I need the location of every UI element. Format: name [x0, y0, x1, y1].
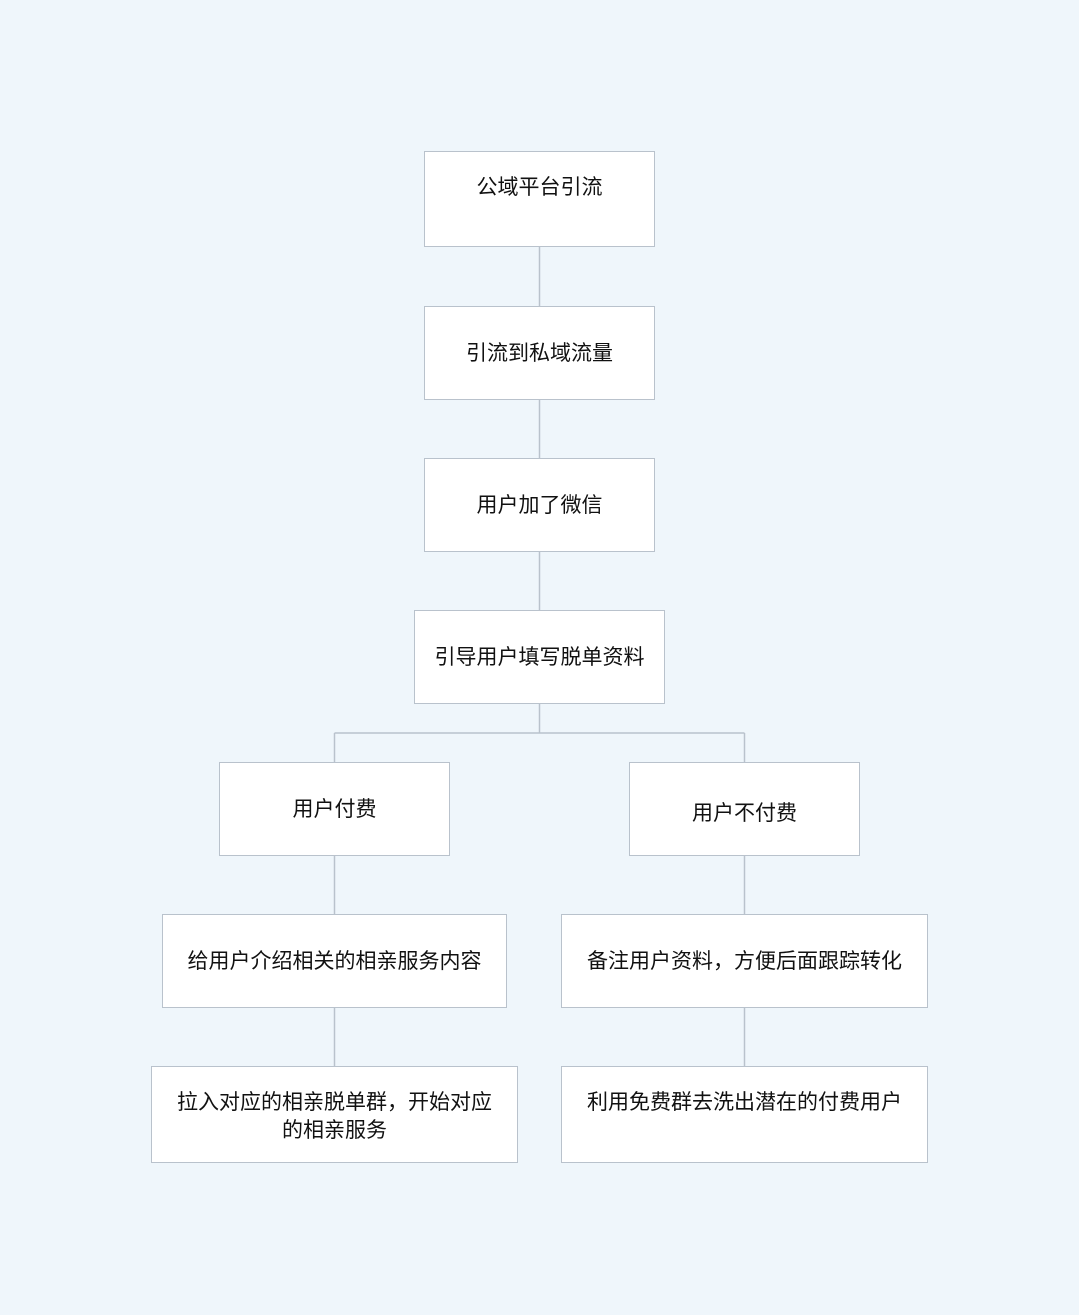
node-label: 引流到私域流量 — [466, 341, 613, 365]
node-label: 给用户介绍相关的相亲服务内容 — [187, 949, 482, 973]
node-label: 备注用户资料，方便后面跟踪转化 — [587, 949, 902, 973]
node-note-profile: 备注用户资料，方便后面跟踪转化 — [561, 914, 928, 1008]
node-user-pays: 用户付费 — [219, 762, 450, 856]
node-join-group: 拉入对应的相亲脱单群，开始对应 的相亲服务 — [151, 1066, 518, 1163]
node-public-traffic: 公域平台引流 — [424, 151, 655, 247]
node-label-line-2: 的相亲服务 — [282, 1118, 387, 1142]
node-label: 用户付费 — [292, 797, 377, 821]
node-free-group: 利用免费群去洗出潜在的付费用户 — [561, 1066, 928, 1163]
node-label-line-1: 拉入对应的相亲脱单群，开始对应 — [177, 1090, 492, 1114]
node-fill-profile: 引导用户填写脱单资料 — [414, 610, 665, 704]
node-added-wechat: 用户加了微信 — [424, 458, 655, 552]
node-label: 引导用户填写脱单资料 — [434, 645, 645, 669]
node-label: 用户加了微信 — [476, 493, 603, 517]
node-label: 利用免费群去洗出潜在的付费用户 — [587, 1090, 902, 1114]
node-label: 用户不付费 — [692, 801, 797, 825]
node-introduce-service: 给用户介绍相关的相亲服务内容 — [162, 914, 507, 1008]
node-user-not-pays: 用户不付费 — [629, 762, 860, 856]
node-private-traffic: 引流到私域流量 — [424, 306, 655, 400]
node-label: 公域平台引流 — [476, 175, 603, 199]
